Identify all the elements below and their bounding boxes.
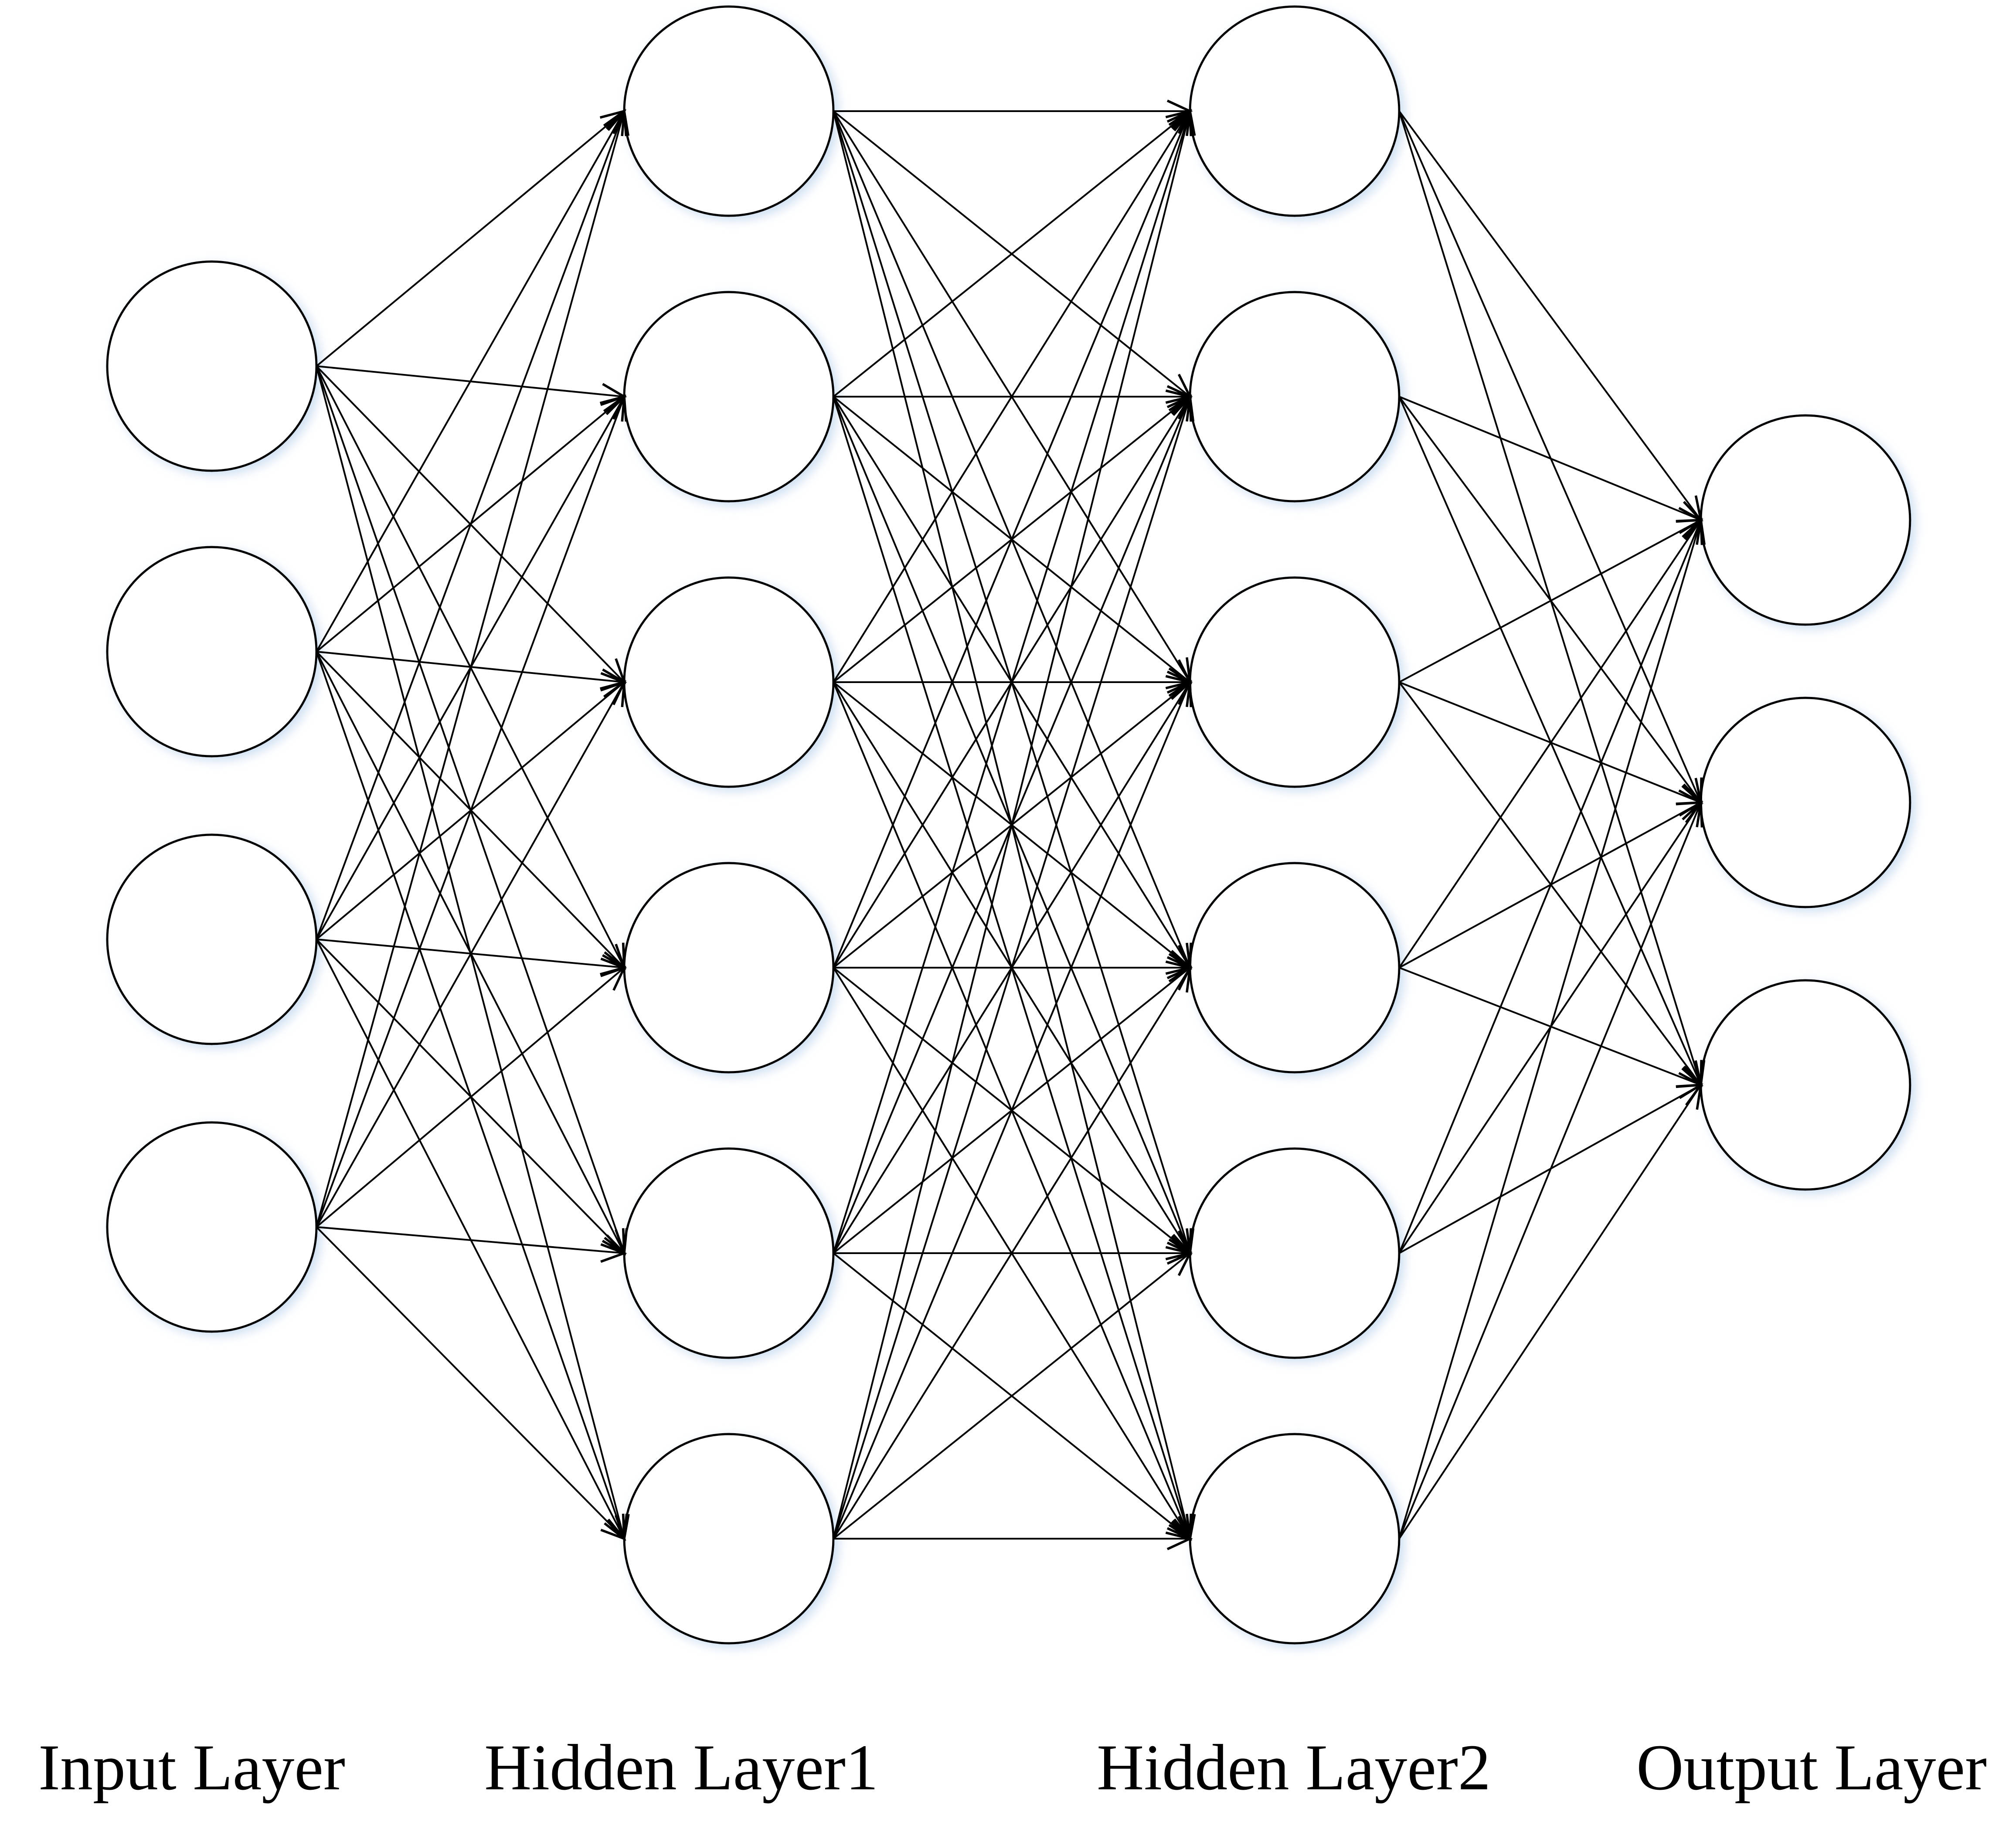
- node-input-1: [106, 260, 318, 472]
- label-layer: Input Layer Hidden Layer1 Hidden Layer2 …: [38, 1731, 1987, 1804]
- node-input-3: [106, 833, 318, 1045]
- edge-hidden1-6-to-hidden2-5: [833, 1251, 1193, 1540]
- node-hidden1-4: [623, 862, 835, 1074]
- node-hidden2-1: [1189, 5, 1401, 217]
- node-input-2: [106, 546, 318, 758]
- edge-hidden1-6-to-hidden2-3: [833, 679, 1192, 1539]
- edge-hidden1-6-to-hidden2-2: [833, 394, 1195, 1539]
- edge-input-4-to-hidden1-4: [316, 965, 627, 1228]
- node-hidden1-6: [623, 1433, 835, 1645]
- edge-input-1-to-hidden1-1: [316, 109, 627, 367]
- edge-hidden2-1-to-output-3: [1398, 111, 1706, 1088]
- node-hidden2-6: [1189, 1433, 1401, 1645]
- edge-hidden2-1-to-output-1: [1398, 110, 1703, 523]
- edge-hidden2-2-to-output-2: [1398, 396, 1703, 805]
- edge-input-2-to-hidden1-5: [316, 651, 626, 1256]
- edge-input-4-to-hidden1-1: [316, 108, 630, 1227]
- node-hidden2-5: [1189, 1147, 1401, 1359]
- node-hidden1-5: [623, 1147, 835, 1359]
- edge-hidden2-4-to-output-1: [1398, 517, 1703, 969]
- node-hidden2-2: [1189, 291, 1401, 503]
- layer-label-hidden1: Hidden Layer1: [484, 1731, 878, 1804]
- node-output-1: [1700, 414, 1911, 626]
- node-input-4: [106, 1121, 318, 1333]
- edge-hidden2-3-to-output-1: [1399, 518, 1703, 683]
- node-hidden2-4: [1189, 862, 1401, 1074]
- layer-label-output: Output Layer: [1636, 1731, 1987, 1804]
- edge-input-2-to-hidden1-1: [316, 109, 626, 652]
- edge-hidden2-5-to-output-1: [1398, 517, 1703, 1254]
- node-hidden1-3: [623, 576, 835, 788]
- edge-hidden1-2-to-hidden2-1: [833, 109, 1193, 398]
- edge-hidden2-3-to-output-3: [1398, 681, 1703, 1088]
- node-output-3: [1700, 979, 1911, 1191]
- edge-hidden2-2-to-output-3: [1398, 396, 1703, 1088]
- edge-hidden2-6-to-output-2: [1398, 799, 1703, 1539]
- edge-hidden1-4-to-hidden2-1: [833, 108, 1192, 968]
- edge-input-4-to-hidden1-6: [316, 1226, 626, 1541]
- edge-hidden1-6-to-hidden2-4: [833, 965, 1192, 1540]
- edge-input-3-to-hidden1-1: [316, 108, 628, 940]
- edge-hidden1-5-to-hidden2-1: [833, 108, 1195, 1254]
- edge-layer: [316, 99, 1706, 1550]
- node-hidden1-2: [623, 291, 835, 503]
- node-hidden1-1: [623, 5, 835, 217]
- edge-hidden2-6-to-output-1: [1398, 517, 1706, 1539]
- edge-hidden2-6-to-output-3: [1398, 1082, 1703, 1540]
- node-hidden2-3: [1189, 576, 1401, 788]
- edge-hidden1-3-to-hidden2-1: [833, 109, 1192, 683]
- edge-hidden2-2-to-output-1: [1399, 396, 1704, 523]
- edge-input-3-to-hidden1-6: [316, 939, 626, 1541]
- node-output-2: [1700, 697, 1911, 908]
- edge-input-4-to-hidden1-3: [316, 680, 626, 1227]
- edge-input-4-to-hidden1-5: [316, 1226, 627, 1263]
- layer-label-input: Input Layer: [38, 1731, 345, 1804]
- edge-input-4-to-hidden1-2: [316, 394, 628, 1227]
- layer-label-hidden2: Hidden Layer2: [1097, 1731, 1491, 1804]
- edge-hidden1-6-to-hidden2-1: [833, 108, 1196, 1539]
